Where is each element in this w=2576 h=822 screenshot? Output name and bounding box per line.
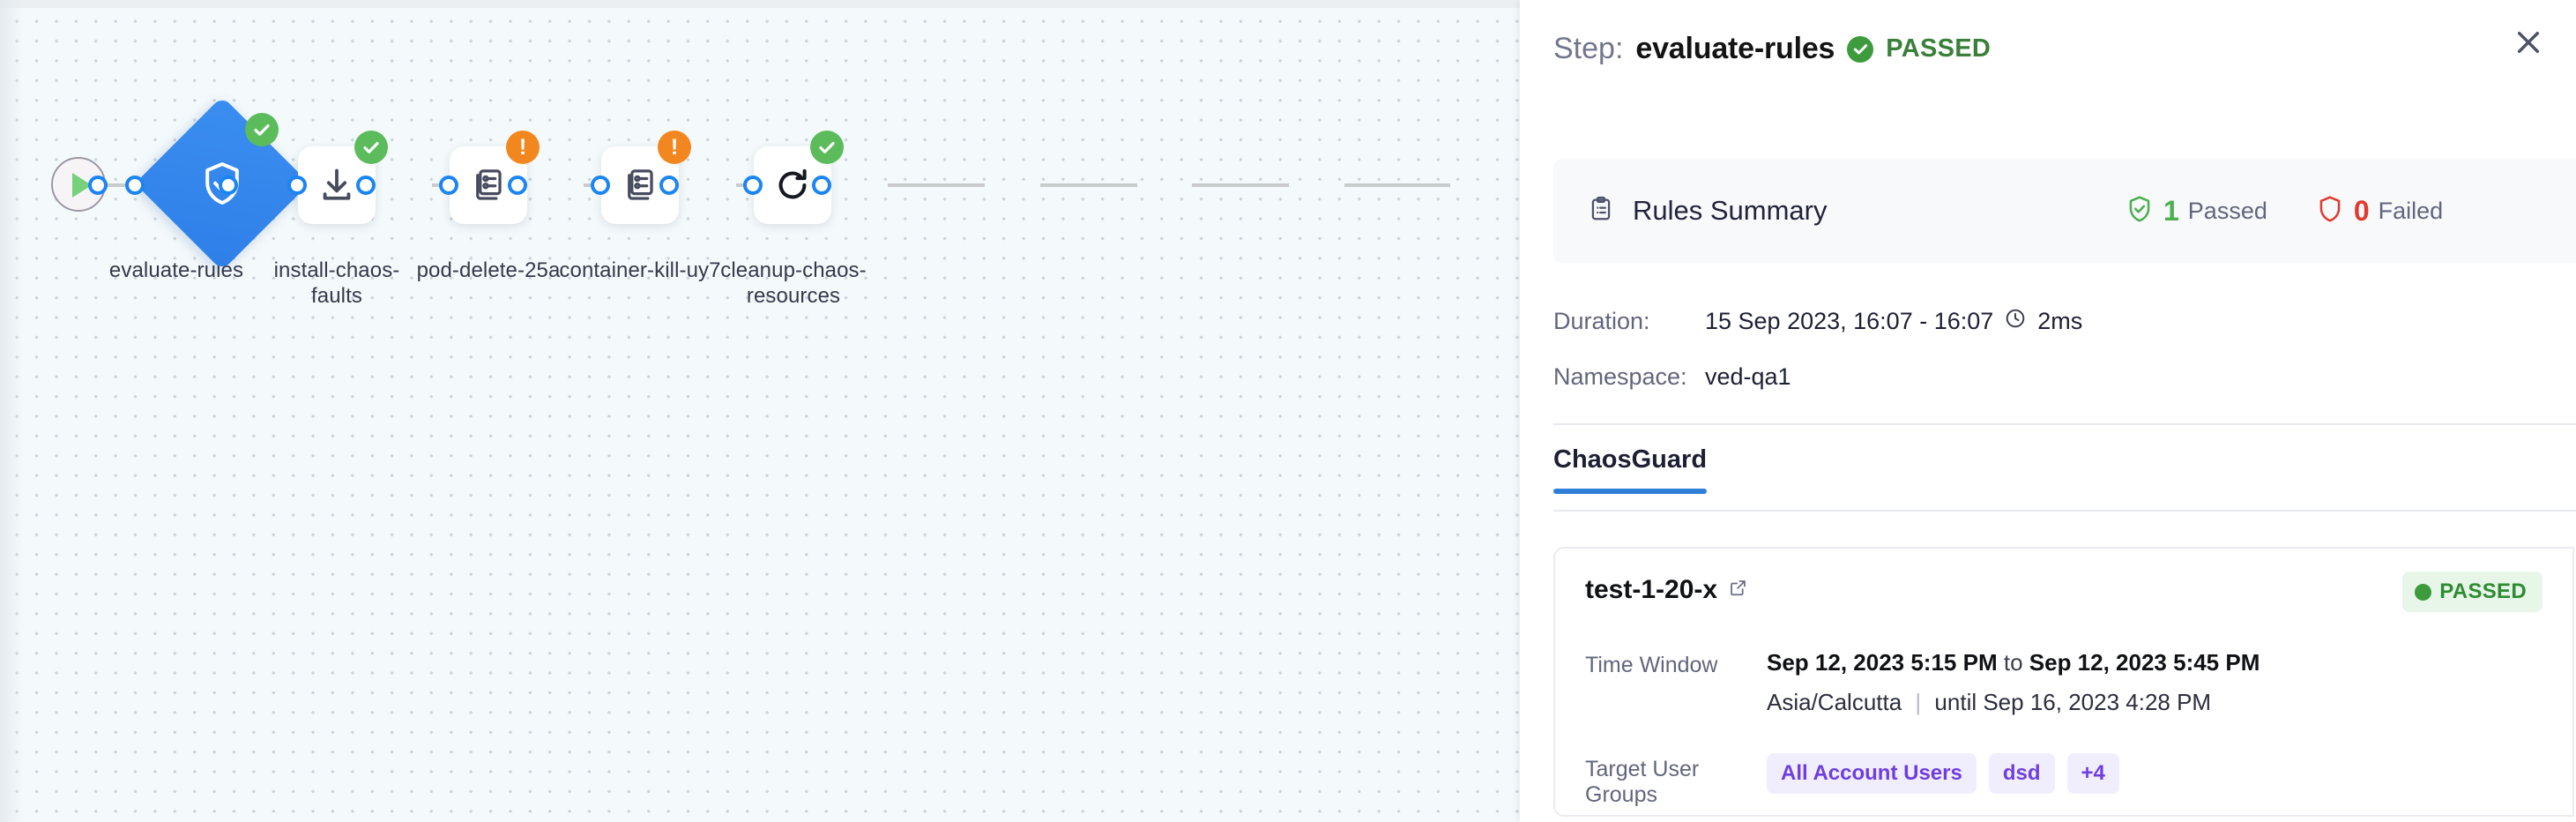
check-circle-icon	[1847, 35, 1874, 63]
status-badge: PASSED	[2402, 572, 2542, 612]
node-port[interactable]	[659, 176, 679, 195]
status-dot-icon	[2415, 583, 2432, 601]
connector-rail	[1344, 183, 1450, 187]
namespace-label: Namespace:	[1553, 363, 1687, 390]
rules-failed-stat: 0 Failed	[2315, 194, 2443, 228]
time-window-label: Time Window	[1585, 653, 1718, 677]
node-port[interactable]	[88, 176, 108, 195]
time-window-values: Sep 12, 2023 5:15 PM to Sep 12, 2023 5:4…	[1767, 649, 2260, 716]
connector-rail	[1192, 183, 1289, 187]
timezone: Asia/Calcutta	[1767, 689, 1902, 715]
rules-summary-title: Rules Summary	[1633, 195, 1828, 226]
chip-overflow-count[interactable]: +4	[2066, 753, 2119, 794]
play-icon	[72, 173, 92, 198]
pipeline-node-container-kill-uy7[interactable]: !	[601, 131, 691, 224]
until-text: until Sep 16, 2023 4:28 PM	[1934, 689, 2212, 715]
canvas-left-fade	[0, 0, 23, 822]
canvas-top-strip	[0, 0, 1520, 8]
chaos-fault-icon	[620, 165, 660, 206]
shield-check-icon	[2125, 194, 2155, 228]
step-name: evaluate-rules	[1635, 32, 1835, 65]
external-link-icon[interactable]	[1728, 575, 1748, 605]
duration-range: 15 Sep 2023, 16:07 - 16:07	[1705, 308, 1994, 334]
pipeline-node-label: install-chaos-faults	[273, 258, 400, 309]
exclamation-glyph: !	[518, 134, 527, 160]
panel-title: Step: evaluate-rules PASSED	[1553, 32, 1991, 66]
panel-header: Step: evaluate-rules PASSED	[1520, 0, 2576, 119]
node-status-badge-warning: !	[506, 131, 540, 164]
download-icon	[316, 165, 357, 206]
duration-row: Duration: 15 Sep 2023, 16:07 - 16:07 2ms	[1553, 307, 2082, 336]
pipeline-canvas[interactable]: evaluate-rules install-chaos-faults	[0, 0, 1520, 822]
clipboard-icon	[1587, 195, 1615, 228]
chip-dsd[interactable]: dsd	[1988, 753, 2055, 794]
rules-summary-card: Rules Summary 1 Passed	[1553, 159, 2576, 263]
tabs-underline	[1553, 510, 2576, 512]
node-status-badge-warning: !	[658, 131, 691, 164]
rules-summary-stats: 1 Passed 0 Failed	[2125, 194, 2443, 228]
panel-tabs: ChaosGuard	[1553, 445, 1708, 494]
chip-all-account-users[interactable]: All Account Users	[1767, 753, 1977, 794]
panel-divider	[1553, 423, 2576, 425]
target-user-groups-chips: All Account Users dsd +4	[1767, 753, 2119, 794]
node-status-badge-success	[810, 131, 844, 164]
separator: |	[1915, 689, 1922, 715]
target-user-groups-row: Target User Groups All Account Users dsd…	[1585, 753, 2119, 808]
node-port[interactable]	[439, 176, 458, 195]
connector-rail	[1040, 183, 1137, 187]
namespace-row: Namespace: ved-qa1	[1553, 363, 1791, 391]
step-label: Step:	[1553, 32, 1624, 65]
duration-label: Duration:	[1553, 308, 1650, 334]
rules-summary-left: Rules Summary	[1587, 195, 1828, 228]
duration-value: 15 Sep 2023, 16:07 - 16:07 2ms	[1705, 307, 2082, 336]
test-name[interactable]: test-1-20-x	[1585, 575, 1748, 605]
rules-passed-stat: 1 Passed	[2125, 194, 2267, 228]
node-status-badge-success	[354, 131, 388, 164]
duration-elapsed: 2ms	[2037, 308, 2083, 334]
rules-failed-count: 0	[2353, 194, 2370, 227]
time-window-joiner: to	[2003, 649, 2023, 676]
refresh-icon	[772, 165, 813, 206]
node-status-badge-success	[245, 113, 279, 146]
step-status-text: PASSED	[1886, 34, 1992, 63]
tab-chaosguard[interactable]: ChaosGuard	[1553, 445, 1708, 494]
node-port[interactable]	[743, 176, 763, 195]
node-port[interactable]	[125, 176, 145, 195]
target-user-groups-label: Target User Groups	[1585, 757, 1700, 807]
pipeline-node-label: cleanup-chaos-resources	[720, 258, 867, 309]
node-port[interactable]	[508, 176, 527, 195]
time-window-end: Sep 12, 2023 5:45 PM	[2029, 649, 2260, 676]
pipeline-node-install-chaos-faults[interactable]	[298, 131, 388, 224]
connector-rail	[888, 183, 985, 187]
chaosguard-test-card: test-1-20-x PASSED Time Window	[1553, 547, 2574, 817]
exclamation-glyph: !	[670, 134, 679, 160]
time-window-main: Sep 12, 2023 5:15 PM to Sep 12, 2023 5:4…	[1767, 649, 2260, 676]
close-button[interactable]	[2505, 21, 2551, 67]
step-details-panel: Step: evaluate-rules PASSED	[1520, 0, 2576, 822]
node-port[interactable]	[356, 176, 376, 195]
pipeline-node-label: pod-delete-25a	[416, 258, 561, 282]
time-window-sub: Asia/Calcutta | until Sep 16, 2023 4:28 …	[1767, 689, 2260, 716]
node-port[interactable]	[219, 176, 238, 195]
time-window-row: Time Window Sep 12, 2023 5:15 PM to Sep …	[1585, 649, 2260, 716]
pipeline-node-label: container-kill-uy7	[559, 258, 721, 282]
close-icon	[2512, 26, 2545, 64]
tab-label: ChaosGuard	[1553, 445, 1708, 474]
pipeline-node-pod-delete-25a[interactable]: !	[450, 131, 540, 224]
node-port[interactable]	[287, 176, 307, 195]
clock-icon	[2004, 307, 2027, 336]
shield-icon	[2315, 194, 2345, 228]
time-window-start: Sep 12, 2023 5:15 PM	[1767, 649, 1998, 676]
test-name-text: test-1-20-x	[1585, 575, 1718, 604]
node-port[interactable]	[591, 176, 610, 195]
rules-failed-label: Failed	[2378, 197, 2444, 224]
namespace-value: ved-qa1	[1705, 363, 1791, 390]
rules-passed-label: Passed	[2187, 197, 2267, 224]
test-card-header: test-1-20-x PASSED	[1585, 572, 2542, 612]
node-port[interactable]	[812, 176, 831, 195]
rules-passed-count: 1	[2163, 194, 2179, 227]
chaos-fault-icon	[468, 165, 509, 206]
status-badge-text: PASSED	[2439, 579, 2527, 603]
